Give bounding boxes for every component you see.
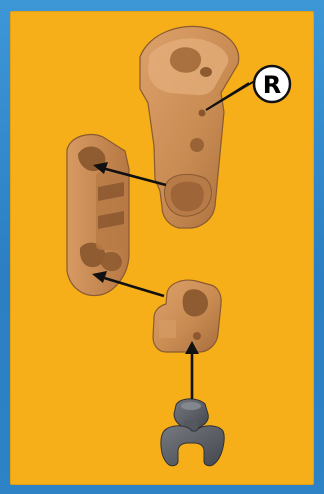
gray-clip-part-icon [161, 399, 224, 466]
tan-small-part-icon [153, 280, 221, 352]
tan-arm-part-icon [140, 26, 239, 228]
tan-link-part-icon [67, 135, 129, 296]
callout-label: R [263, 71, 281, 99]
